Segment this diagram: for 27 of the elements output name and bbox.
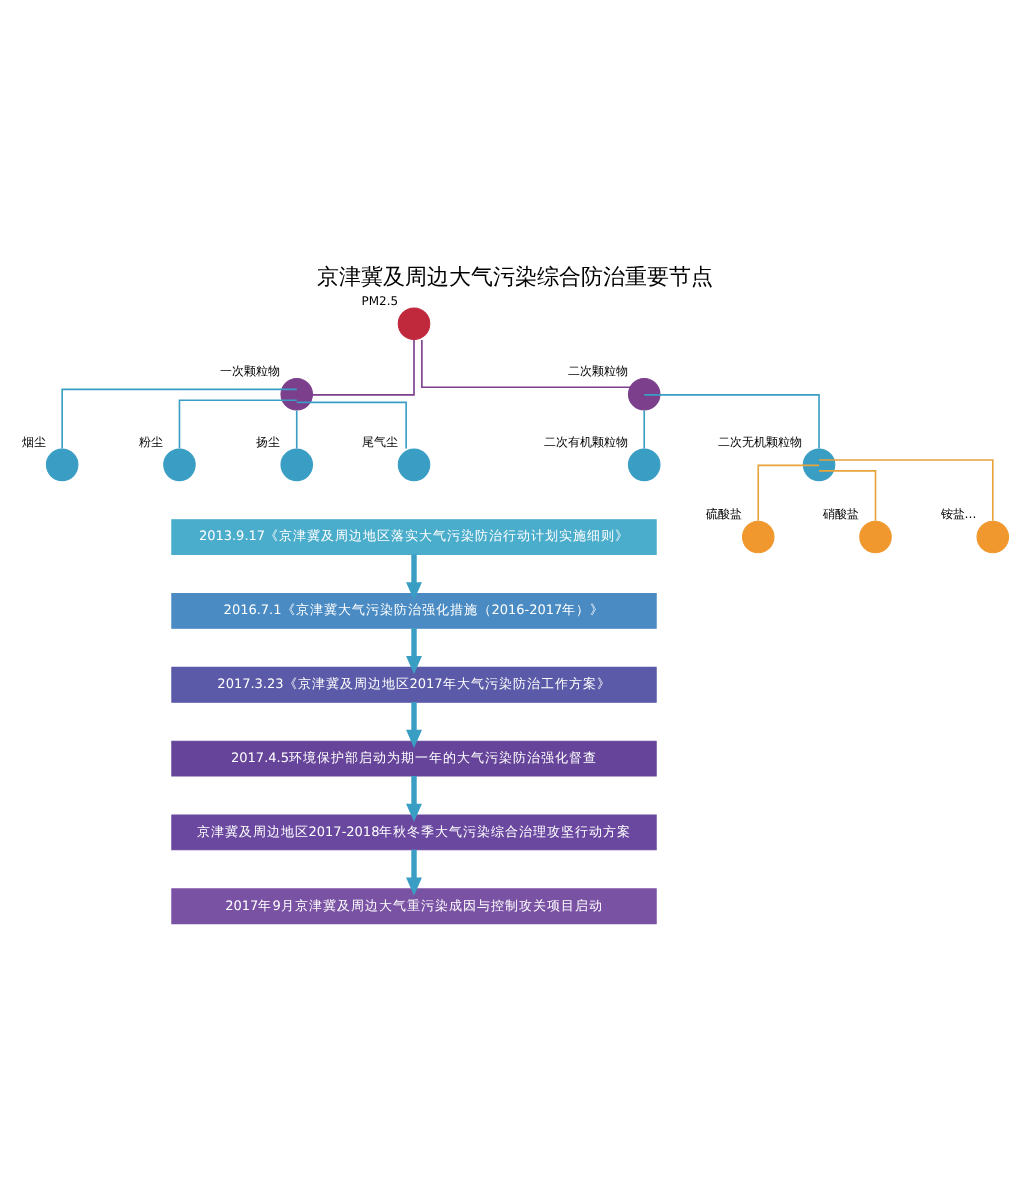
diagram-title: 京津冀及周边大气污染综合防治重要节点 xyxy=(317,264,713,291)
arrow xyxy=(406,775,422,822)
node-circle xyxy=(802,448,836,482)
arrow xyxy=(406,628,422,675)
node-circle xyxy=(859,520,892,554)
node-circle xyxy=(397,307,431,340)
node-circle xyxy=(627,378,661,411)
node-circle xyxy=(45,448,79,482)
arrow xyxy=(406,554,422,601)
connector xyxy=(295,401,407,450)
node-circle xyxy=(280,378,314,411)
node-circle xyxy=(627,448,661,482)
connector xyxy=(178,399,298,450)
node-circle xyxy=(163,448,196,482)
node-circle xyxy=(741,520,775,554)
connector xyxy=(818,459,994,522)
connector xyxy=(61,388,298,450)
node-circle xyxy=(280,448,314,482)
connector xyxy=(818,470,877,522)
connector xyxy=(757,464,820,522)
arrow xyxy=(406,702,422,748)
node-circle xyxy=(397,448,431,482)
connector xyxy=(643,394,820,450)
node-circle xyxy=(976,520,1010,554)
connector xyxy=(295,409,298,450)
arrow xyxy=(406,849,422,896)
connector xyxy=(643,409,646,450)
